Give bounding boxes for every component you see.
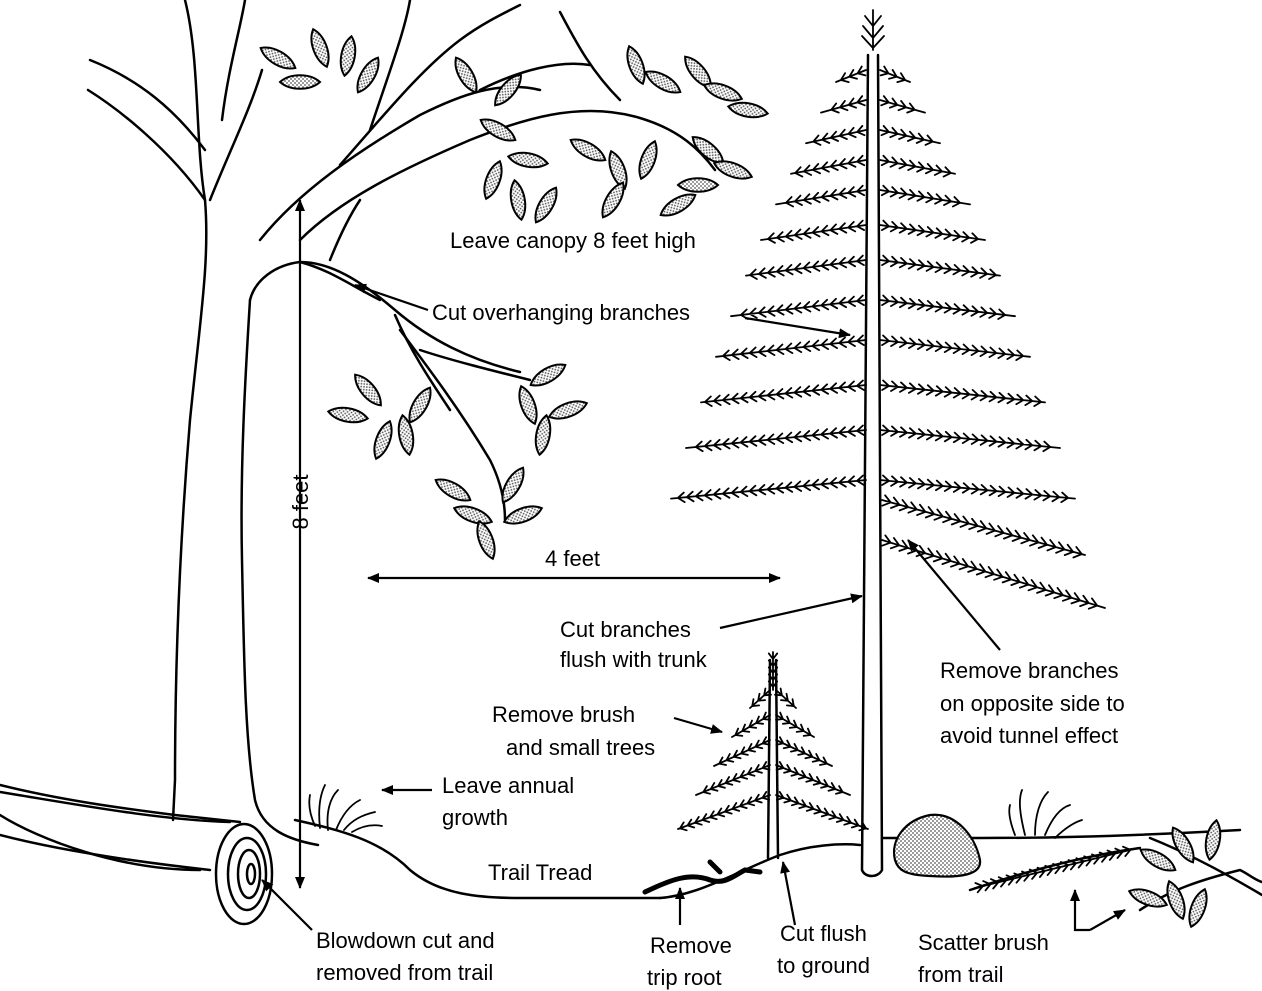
label-opposite-1: Remove branches: [940, 658, 1119, 683]
label-opposite-3: avoid tunnel effect: [940, 723, 1118, 748]
label-flush-trunk-2: flush with trunk: [560, 647, 708, 672]
needle-branch: [732, 713, 770, 737]
needle-branch: [880, 336, 1030, 361]
needle-branch: [821, 96, 866, 113]
small-tree: [678, 652, 868, 858]
needle-branch: [701, 381, 866, 407]
needle-branch: [731, 296, 866, 320]
needle-branch: [880, 96, 925, 113]
label-ground-1: Cut flush: [780, 921, 867, 946]
label-blowdown-1: Blowdown cut and: [316, 928, 495, 953]
needle-branch: [880, 256, 1000, 279]
needle-branch: [776, 792, 868, 830]
tree-leaves: [257, 27, 769, 561]
blowdown-log: [0, 785, 272, 924]
needle-branch: [880, 221, 985, 243]
ground-profile: [0, 792, 1262, 898]
label-root-2: trip root: [647, 965, 722, 990]
needle-branch: [776, 186, 866, 207]
label-height: 8 feet: [288, 474, 313, 529]
needle-branch: [678, 792, 770, 830]
needle-branch: [880, 156, 955, 177]
label-annual-2: growth: [442, 805, 508, 830]
label-blowdown-2: removed from trail: [316, 960, 493, 985]
rock: [894, 815, 980, 877]
needle-branch: [750, 689, 771, 709]
needle-branch: [880, 296, 1015, 320]
needle-branch: [880, 67, 910, 83]
needle-branch: [880, 426, 1060, 452]
label-canopy: Leave canopy 8 feet high: [450, 228, 696, 253]
needle-branch: [761, 221, 866, 243]
label-flush-trunk-1: Cut branches: [560, 617, 691, 642]
needle-branch: [671, 476, 866, 503]
label-scatter-2: from trail: [918, 962, 1004, 987]
needle-branch: [776, 737, 832, 766]
label-root-1: Remove: [650, 933, 732, 958]
label-overhanging: Cut overhanging branches: [432, 300, 690, 325]
needle-branch: [791, 156, 866, 177]
callout-arrows: [262, 285, 1125, 930]
needle-branch: [836, 67, 866, 83]
needle-branch: [882, 495, 1085, 557]
needle-branch: [880, 476, 1075, 503]
label-ground-2: to ground: [777, 953, 870, 978]
label-scatter-1: Scatter brush: [918, 930, 1049, 955]
needle-branch: [880, 381, 1045, 407]
needle-branch: [776, 762, 850, 795]
needle-branch: [775, 689, 796, 709]
needle-branch: [880, 186, 970, 207]
needle-branch: [806, 126, 866, 145]
label-width: 4 feet: [545, 546, 600, 571]
needle-branch: [880, 126, 940, 145]
needle-branch: [686, 426, 866, 452]
needle-branch: [882, 535, 1105, 608]
needle-branch: [746, 256, 866, 279]
needle-branch: [696, 762, 770, 795]
label-trail-tread: Trail Tread: [488, 860, 592, 885]
needle-branch: [716, 336, 866, 361]
label-brush-1: Remove brush: [492, 702, 635, 727]
needle-branch: [776, 713, 814, 737]
needle-branch: [714, 737, 770, 766]
label-opposite-2: on opposite side to: [940, 691, 1125, 716]
needle-branch: [975, 847, 1138, 893]
label-annual-1: Leave annual: [442, 773, 574, 798]
label-brush-2: and small trees: [506, 735, 655, 760]
